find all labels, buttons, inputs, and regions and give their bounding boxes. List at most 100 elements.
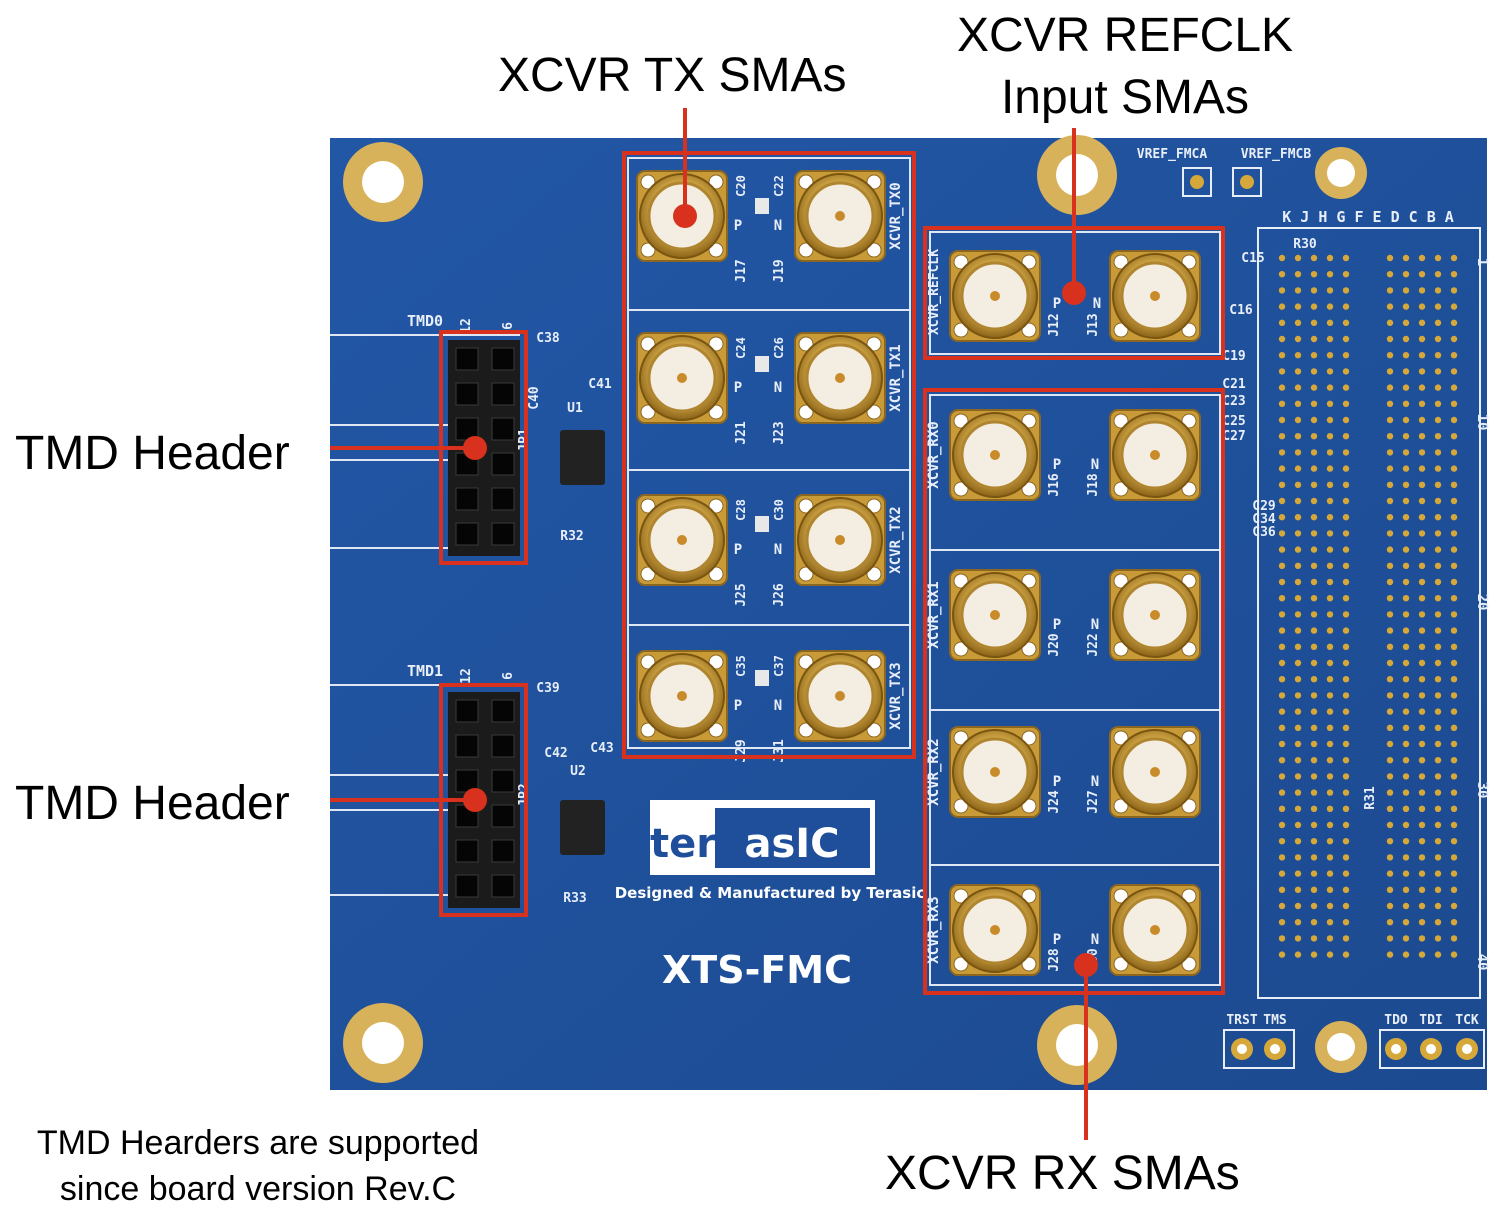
tmd0-label: TMD0	[407, 312, 443, 330]
ref-r32: R32	[560, 529, 583, 544]
rx0-p-connector	[949, 409, 1041, 501]
u2-chip	[560, 800, 605, 855]
ref-c19: C19	[1222, 349, 1245, 364]
rx0-pol-p: P	[1053, 457, 1061, 473]
rx3-pol-p: P	[1053, 932, 1061, 948]
brand-left: ter	[650, 821, 716, 867]
tx-smas-callout: XCVR TX SMAs	[498, 49, 847, 102]
rx-panel-group	[929, 231, 1221, 986]
tx-caps	[755, 198, 769, 686]
brand-right: asIC	[744, 821, 839, 867]
rx2-pol-n: N	[1091, 774, 1099, 790]
jtag-label-tck: TCK	[1455, 1013, 1479, 1028]
tmd1-pin-mark-a: 12	[459, 668, 474, 684]
rx3-n-connector	[1109, 884, 1201, 976]
refclk-p-ref: J12	[1047, 313, 1062, 336]
ref-c16: C16	[1229, 303, 1253, 318]
tx1-cap-a: C24	[734, 337, 748, 359]
tx-highlight-box	[622, 151, 916, 759]
rx2-p-connector	[949, 726, 1041, 818]
tx3-p-ref: J29	[734, 739, 749, 762]
ref-c25: C25	[1222, 414, 1245, 429]
tx2-silk-label: XCVR_TX2	[888, 506, 904, 573]
ref-c23: C23	[1222, 394, 1245, 409]
ref-c27: C27	[1222, 429, 1245, 444]
vref-pad-hole-1	[1240, 175, 1254, 189]
ref-c43: C43	[590, 741, 613, 756]
rx1-n-ref: J22	[1086, 633, 1101, 656]
refclk-callout-line1: XCVR REFCLK	[956, 9, 1294, 62]
rx0-p-ref: J16	[1047, 473, 1062, 497]
ref-c21: C21	[1222, 377, 1246, 392]
tx3-n-ref: J31	[772, 739, 787, 763]
rev-note-line2: since board version Rev.C	[59, 1170, 457, 1208]
tmd0-pin-mark-a: 12	[459, 318, 474, 334]
tx0-n-connector	[794, 170, 886, 262]
tx2-n-ref: J26	[772, 583, 787, 607]
rx1-pol-n: N	[1091, 617, 1099, 633]
tx1-p-ref: J21	[734, 421, 749, 445]
tx1-silk-label: XCVR_TX1	[888, 344, 904, 411]
rx0-pol-n: N	[1091, 457, 1099, 473]
tx0-pol-p: P	[734, 218, 742, 234]
jtag-label-trst: TRST	[1226, 1013, 1257, 1028]
rx0-silk-label: XCVR_RX0	[926, 421, 942, 488]
rx1-pol-p: P	[1053, 617, 1061, 633]
rx2-p-ref: J24	[1047, 790, 1062, 814]
rx3-p-connector	[949, 884, 1041, 976]
row-letters-label: K J H G F E D C B A	[1282, 208, 1454, 226]
vref-pad-1	[1232, 167, 1262, 197]
refclk-pol-p: P	[1053, 296, 1061, 312]
ref-u1: U1	[567, 401, 583, 416]
ref-c41: C41	[588, 377, 612, 392]
tx0-cap-a: C20	[734, 175, 748, 197]
tx0-silk-label: XCVR_TX0	[888, 182, 904, 249]
rx3-p-ref: J28	[1047, 948, 1062, 972]
rx2-n-ref: J27	[1086, 790, 1101, 813]
rx3-silk-label: XCVR_RX3	[926, 896, 942, 963]
rx2-n-connector	[1109, 726, 1201, 818]
ref-u2: U2	[570, 764, 586, 779]
jtag-label-tms: TMS	[1263, 1013, 1287, 1028]
tx2-pol-n: N	[774, 542, 782, 558]
tx2-cap-b: C30	[772, 499, 786, 521]
vref-pad-0	[1182, 167, 1212, 197]
refclk-n-ref: J13	[1086, 313, 1101, 336]
tx1-pol-p: P	[734, 380, 742, 396]
rx1-p-connector	[949, 569, 1041, 661]
pcb-board	[330, 138, 1487, 1090]
brand-tagline: Designed & Manufactured by Terasic	[615, 884, 926, 902]
tx3-silk-label: XCVR_TX3	[888, 662, 904, 729]
ref-c15: C15	[1241, 251, 1264, 266]
tmd-header-callout-bottom: TMD Header	[15, 777, 290, 830]
tmd1-label: TMD1	[407, 662, 443, 680]
proto-area	[1257, 227, 1481, 999]
refclk-callout-line2: Input SMAs	[1000, 71, 1250, 124]
row-num-10: 10	[1474, 414, 1490, 431]
proto-outline	[1257, 227, 1481, 999]
refclk-n-connector	[1109, 250, 1201, 342]
tx2-cap-a: C28	[734, 499, 748, 521]
tx1-p-connector	[636, 332, 728, 424]
vref-fmca-label: VREF_FMCA	[1137, 147, 1208, 162]
tx1-n-connector	[794, 332, 886, 424]
rx-highlight-box	[923, 388, 1225, 995]
jtag-label-tdi: TDI	[1419, 1013, 1442, 1028]
refclk-pol-n: N	[1093, 296, 1101, 312]
tx2-p-ref: J25	[734, 583, 749, 606]
vref-pad-hole-0	[1190, 175, 1204, 189]
terasic-logo: ter asIC Designed & Manufactured by Tera…	[615, 800, 926, 902]
rx0-n-connector	[1109, 409, 1201, 501]
ref-c40: C40	[527, 386, 542, 410]
tx3-cap-a: C35	[734, 655, 748, 677]
tx2-p-connector	[636, 494, 728, 586]
tx1-pol-n: N	[774, 380, 782, 396]
rx3-pol-n: N	[1091, 932, 1099, 948]
tx3-cap-b: C37	[772, 655, 786, 677]
rx2-silk-label: XCVR_RX2	[926, 738, 942, 805]
rx0-n-ref: J18	[1086, 473, 1101, 497]
ref-c38: C38	[536, 331, 560, 346]
refclk-p-connector	[949, 250, 1041, 342]
